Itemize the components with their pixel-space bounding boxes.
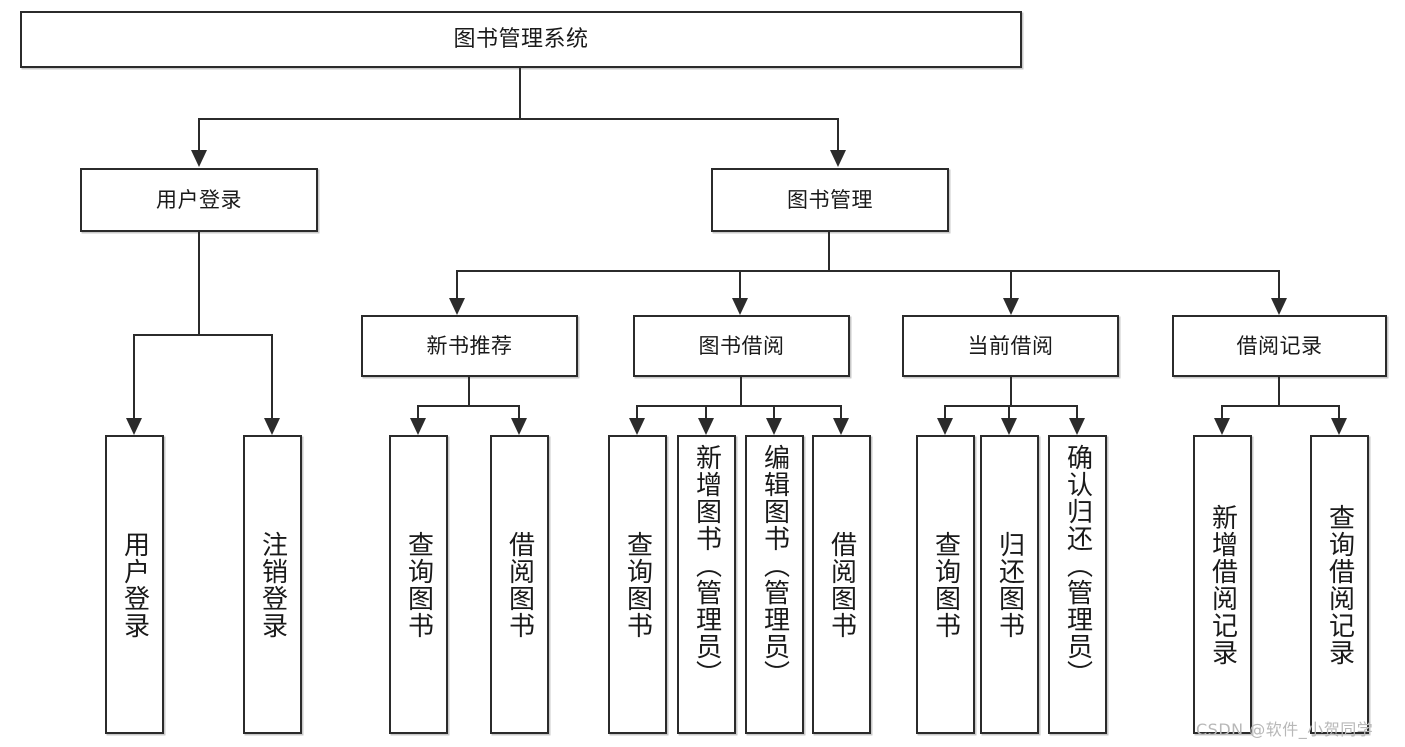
node-book-manage[interactable]: 图书管理 (711, 168, 949, 232)
connector-cb-drop-1 (944, 405, 946, 418)
node-user-login[interactable]: 用户登录 (80, 168, 318, 232)
node-label: 当前借阅 (967, 333, 1054, 358)
node-label: 确认归还（管理员） (1062, 444, 1093, 687)
node-label: 查询图书 (622, 530, 653, 639)
arrow-nbr-leaf-1 (410, 418, 426, 435)
connector-root-to-right (837, 118, 839, 150)
connector-br-trunk (1278, 377, 1280, 406)
connector-br-drop-2 (1338, 405, 1340, 418)
node-book-borrow[interactable]: 图书借阅 (633, 315, 850, 377)
arrow-cb-leaf-3 (1069, 418, 1085, 435)
connector-bb-bar (636, 405, 842, 407)
connector-bm-drop-4 (1278, 270, 1280, 298)
leaf-br-query-record[interactable]: 查询借阅记录 (1310, 435, 1369, 734)
arrow-to-leaf-user-login (126, 418, 142, 435)
arrow-bb-leaf-4 (833, 418, 849, 435)
arrow-bb-leaf-1 (629, 418, 645, 435)
node-new-book-recommend[interactable]: 新书推荐 (361, 315, 578, 377)
connector-root-bar (198, 118, 839, 120)
arrow-to-borrow-record (1271, 298, 1287, 315)
leaf-logout[interactable]: 注销登录 (243, 435, 302, 734)
leaf-br-add-record[interactable]: 新增借阅记录 (1193, 435, 1252, 734)
arrow-root-to-user-login (191, 150, 207, 167)
node-label: 图书管理 (787, 187, 873, 212)
leaf-bb-edit-book-admin[interactable]: 编辑图书（管理员） (745, 435, 804, 734)
connector-bm-drop-2 (739, 270, 741, 298)
node-label: 新增图书（管理员） (691, 444, 722, 687)
connector-cb-drop-2 (1008, 405, 1010, 418)
connector-bb-drop-4 (840, 405, 842, 418)
node-label: 借阅图书 (504, 530, 535, 639)
node-label: 新增借阅记录 (1207, 503, 1238, 666)
leaf-cb-confirm-return-admin[interactable]: 确认归还（管理员） (1048, 435, 1107, 734)
leaf-bb-query-book[interactable]: 查询图书 (608, 435, 667, 734)
node-label: 注销登录 (257, 530, 288, 639)
leaf-nbr-query-book[interactable]: 查询图书 (389, 435, 448, 734)
connector-root-to-left (198, 118, 200, 150)
arrow-to-book-borrow (732, 298, 748, 315)
node-label: 归还图书 (994, 530, 1025, 639)
arrow-root-to-book-manage (830, 150, 846, 167)
node-label: 图书借阅 (698, 333, 785, 358)
connector-user-login-drop-1 (133, 334, 135, 418)
arrow-cb-leaf-2 (1001, 418, 1017, 435)
node-label: 用户登录 (119, 530, 150, 639)
leaf-bb-add-book-admin[interactable]: 新增图书（管理员） (677, 435, 736, 734)
connector-nbr-drop-2 (518, 405, 520, 418)
leaf-user-login[interactable]: 用户登录 (105, 435, 164, 734)
arrow-to-new-book-recommend (449, 298, 465, 315)
leaf-cb-query-book[interactable]: 查询图书 (916, 435, 975, 734)
connector-root-trunk (519, 68, 521, 119)
node-label: 编辑图书（管理员） (759, 444, 790, 687)
node-label: 查询图书 (403, 530, 434, 639)
connector-nbr-drop-1 (417, 405, 419, 418)
connector-cb-trunk (1010, 377, 1012, 406)
arrow-bb-leaf-2 (698, 418, 714, 435)
arrow-bb-leaf-3 (766, 418, 782, 435)
arrow-to-current-borrow (1003, 298, 1019, 315)
arrow-cb-leaf-1 (937, 418, 953, 435)
connector-user-login-trunk (198, 232, 200, 335)
connector-book-manage-bar (456, 270, 1280, 272)
connector-bm-drop-3 (1010, 270, 1012, 298)
leaf-cb-return-book[interactable]: 归还图书 (980, 435, 1039, 734)
node-root-system[interactable]: 图书管理系统 (20, 11, 1022, 68)
arrow-br-leaf-2 (1331, 418, 1347, 435)
leaf-bb-borrow-book[interactable]: 借阅图书 (812, 435, 871, 734)
connector-bb-drop-1 (636, 405, 638, 418)
connector-bb-trunk (740, 377, 742, 406)
connector-br-bar (1221, 405, 1340, 407)
node-label: 新书推荐 (426, 333, 513, 358)
arrow-nbr-leaf-2 (511, 418, 527, 435)
node-label: 图书管理系统 (453, 26, 589, 52)
node-borrow-record[interactable]: 借阅记录 (1172, 315, 1387, 377)
connector-br-drop-1 (1221, 405, 1223, 418)
connector-cb-drop-3 (1076, 405, 1078, 418)
connector-nbr-trunk (468, 377, 470, 406)
node-current-borrow[interactable]: 当前借阅 (902, 315, 1119, 377)
connector-cb-bar (944, 405, 1078, 407)
connector-bb-drop-3 (773, 405, 775, 418)
leaf-nbr-borrow-book[interactable]: 借阅图书 (490, 435, 549, 734)
arrow-to-leaf-logout (264, 418, 280, 435)
node-label: 借阅记录 (1236, 333, 1323, 358)
node-label: 借阅图书 (826, 530, 857, 639)
connector-book-manage-trunk (828, 232, 830, 271)
node-label: 用户登录 (156, 187, 242, 212)
connector-bm-drop-1 (456, 270, 458, 298)
connector-user-login-bar (133, 334, 272, 336)
watermark-text: CSDN @软件_小贺同学 (1196, 720, 1374, 739)
node-label: 查询借阅记录 (1324, 503, 1355, 666)
node-label: 查询图书 (930, 530, 961, 639)
arrow-br-leaf-1 (1214, 418, 1230, 435)
connector-bb-drop-2 (705, 405, 707, 418)
connector-nbr-bar (417, 405, 520, 407)
connector-user-login-drop-2 (271, 334, 273, 418)
